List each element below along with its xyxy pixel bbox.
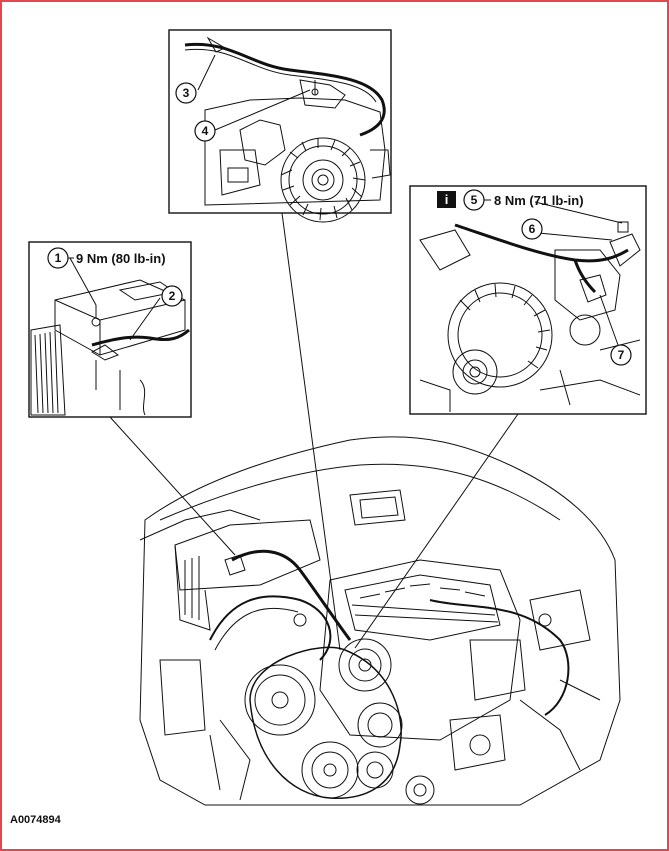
callout-7: 7 — [610, 344, 632, 366]
leader-lines — [109, 212, 519, 651]
info-icon — [437, 191, 456, 208]
torque-spec-1: 9 Nm (80 lb-in) — [76, 251, 166, 266]
figure-id: A0074894 — [10, 814, 61, 826]
callout-5: i 5 8 Nm (71 lb-in) — [437, 189, 584, 211]
callout-5-number: 5 — [471, 193, 478, 207]
inset-left — [28, 241, 192, 418]
engine-bay — [139, 436, 621, 806]
callout-1: 1 9 Nm (80 lb-in) — [47, 247, 166, 269]
callout-4-number: 4 — [202, 124, 209, 138]
callout-3: 3 — [175, 82, 197, 104]
callout-4: 4 — [194, 120, 216, 142]
callout-3-number: 3 — [183, 86, 190, 100]
svg-text:i: i — [445, 192, 449, 207]
callout-2-number: 2 — [169, 289, 176, 303]
callout-2: 2 — [161, 285, 183, 307]
callout-6: 6 — [521, 218, 543, 240]
callout-6-number: 6 — [529, 222, 536, 236]
torque-spec-5: 8 Nm (71 lb-in) — [494, 193, 584, 208]
callout-7-number: 7 — [618, 348, 625, 362]
callout-1-number: 1 — [55, 251, 62, 265]
